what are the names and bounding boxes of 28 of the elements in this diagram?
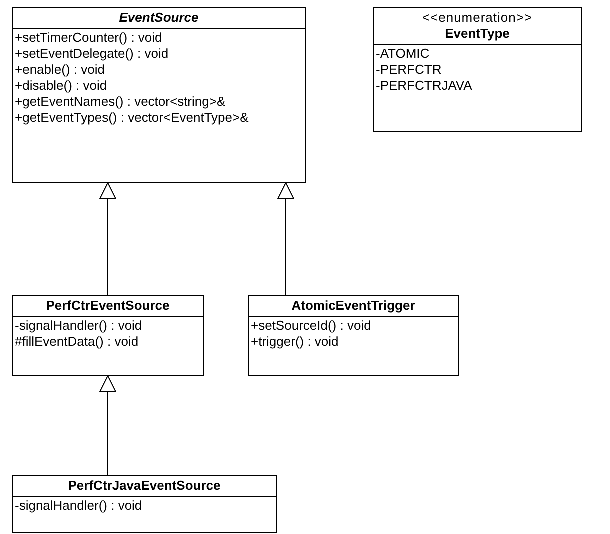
- method-text: +getEventTypes() : vector<EventType>&: [15, 110, 249, 126]
- method-text: +disable() : void: [15, 78, 108, 94]
- method-text: +setEventDelegate() : void: [15, 46, 169, 62]
- generalization-arrow: [278, 182, 294, 296]
- class-box: [12, 7, 306, 183]
- method-text: +setSourceId() : void: [251, 318, 372, 334]
- class-name: PerfCtrEventSource: [46, 298, 170, 314]
- class-box: [248, 295, 459, 376]
- method-text: +setTimerCounter() : void: [15, 30, 162, 46]
- class-box: [12, 295, 204, 376]
- method-text: +enable() : void: [15, 62, 105, 78]
- class-name: PerfCtrJavaEventSource: [68, 478, 221, 494]
- enum-literal: -PERFCTR: [376, 62, 442, 78]
- method-text: -signalHandler() : void: [15, 498, 142, 514]
- method-text: -signalHandler() : void: [15, 318, 142, 334]
- generalization-arrow: [100, 376, 116, 476]
- generalization-arrow: [100, 182, 116, 296]
- class-box: [12, 475, 277, 533]
- enum-literal: -ATOMIC: [376, 46, 430, 62]
- method-text: +getEventNames() : vector<string>&: [15, 94, 226, 110]
- method-text: +trigger() : void: [251, 334, 339, 350]
- enum-literal: -PERFCTRJAVA: [376, 78, 472, 94]
- class-name: AtomicEventTrigger: [292, 298, 416, 314]
- class-name: EventSource: [119, 10, 199, 26]
- stereotype-label: <<enumeration>>: [422, 10, 533, 26]
- method-text: #fillEventData() : void: [15, 334, 139, 350]
- class-name: EventType: [445, 26, 510, 42]
- class-box: [373, 7, 582, 132]
